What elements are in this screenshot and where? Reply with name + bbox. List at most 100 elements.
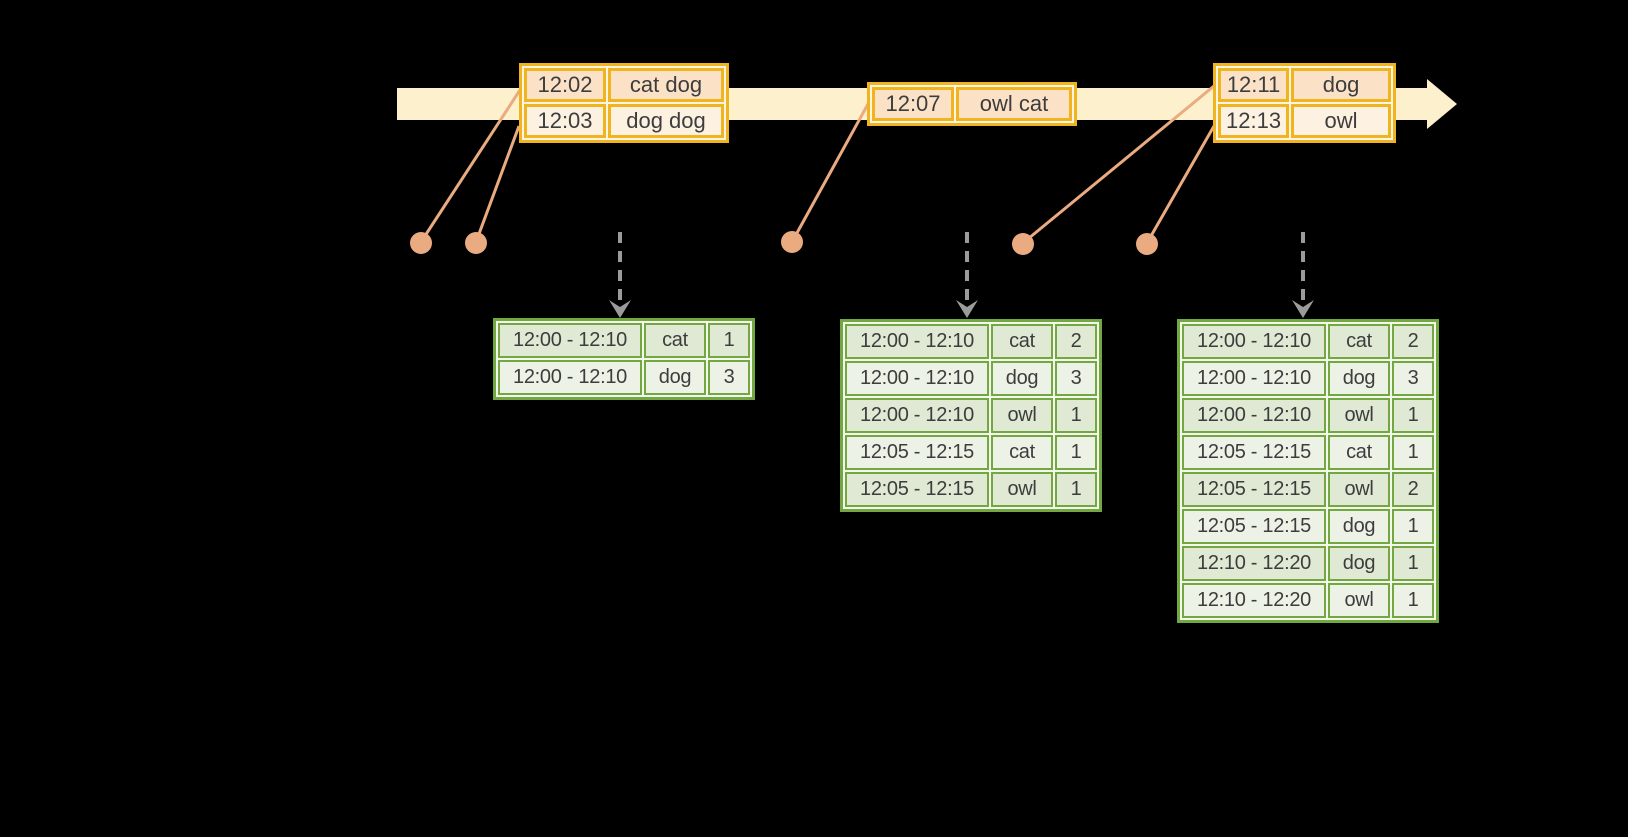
word-cell: cat: [991, 324, 1053, 359]
count-cell: 2: [1055, 324, 1097, 359]
trigger-arrowhead: [956, 300, 978, 318]
word-cell: dog: [1328, 361, 1390, 396]
window-cell: 12:00 - 12:10: [845, 324, 989, 359]
count-cell: 3: [708, 360, 750, 395]
event-dots: [410, 231, 1158, 255]
count-cell: 1: [1392, 509, 1434, 544]
count-cell: 2: [1392, 472, 1434, 507]
word-cell: dog: [1328, 546, 1390, 581]
trigger-arrow-icon: [956, 232, 978, 318]
word-cell: owl: [1328, 583, 1390, 618]
connector-line: [1022, 84, 1215, 245]
timeline-arrowhead-icon: [1427, 79, 1457, 129]
window-cell: 12:05 - 12:15: [1182, 509, 1326, 544]
word-cell: dog: [991, 361, 1053, 396]
count-cell: 3: [1055, 361, 1097, 396]
words-cell: owl: [1291, 104, 1392, 138]
words-cell: dog dog: [608, 104, 724, 138]
window-cell: 12:05 - 12:15: [845, 435, 989, 470]
word-cell: cat: [1328, 324, 1390, 359]
event-dot: [1012, 233, 1034, 255]
window-cell: 12:10 - 12:20: [1182, 546, 1326, 581]
word-cell: cat: [991, 435, 1053, 470]
time-cell: 12:03: [524, 104, 606, 138]
window-cell: 12:00 - 12:10: [1182, 398, 1326, 433]
word-cell: owl: [991, 472, 1053, 507]
event-dot: [410, 232, 432, 254]
count-cell: 3: [1392, 361, 1434, 396]
window-cell: 12:00 - 12:10: [498, 360, 642, 395]
count-cell: 1: [1055, 435, 1097, 470]
count-cell: 1: [1392, 435, 1434, 470]
word-cell: owl: [1328, 472, 1390, 507]
words-cell: owl cat: [956, 87, 1072, 121]
time-cell: 12:13: [1218, 104, 1290, 138]
count-cell: 1: [1392, 398, 1434, 433]
connector-line: [419, 89, 522, 243]
trigger-arrowhead: [1292, 300, 1314, 318]
count-cell: 1: [1055, 398, 1097, 433]
time-cell: 12:07: [872, 87, 954, 121]
count-cell: 2: [1392, 324, 1434, 359]
window-cell: 12:05 - 12:15: [1182, 435, 1326, 470]
word-cell: dog: [644, 360, 706, 395]
word-cell: dog: [1328, 509, 1390, 544]
count-cell: 1: [1392, 546, 1434, 581]
trigger-arrow-icon: [1292, 232, 1314, 318]
trigger-arrow-icon: [609, 232, 631, 318]
word-cell: owl: [1328, 398, 1390, 433]
time-cell: 12:11: [1218, 68, 1290, 102]
connector-line: [1145, 125, 1216, 244]
window-cell: 12:05 - 12:15: [845, 472, 989, 507]
count-cell: 1: [708, 323, 750, 358]
time-cell: 12:02: [524, 68, 606, 102]
window-cell: 12:05 - 12:15: [1182, 472, 1326, 507]
window-cell: 12:00 - 12:10: [845, 361, 989, 396]
window-cell: 12:00 - 12:10: [1182, 324, 1326, 359]
words-cell: cat dog: [608, 68, 724, 102]
window-cell: 12:10 - 12:20: [1182, 583, 1326, 618]
count-cell: 1: [1392, 583, 1434, 618]
window-cell: 12:00 - 12:10: [1182, 361, 1326, 396]
event-dot: [1136, 233, 1158, 255]
event-dot: [465, 232, 487, 254]
window-cell: 12:00 - 12:10: [498, 323, 642, 358]
word-cell: cat: [644, 323, 706, 358]
connector-lines: [419, 84, 1216, 245]
connector-line: [790, 103, 870, 243]
connector-line: [474, 125, 521, 243]
count-cell: 1: [1055, 472, 1097, 507]
word-cell: cat: [1328, 435, 1390, 470]
trigger-arrowhead: [609, 300, 631, 318]
word-cell: owl: [991, 398, 1053, 433]
event-dot: [781, 231, 803, 253]
words-cell: dog: [1291, 68, 1392, 102]
